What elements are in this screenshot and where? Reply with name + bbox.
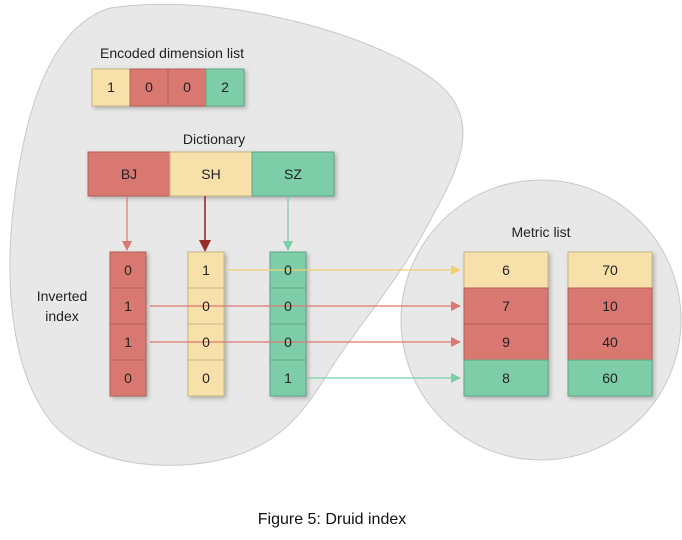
bitmap-value: 0	[284, 298, 292, 314]
bitmap-cell	[109, 359, 147, 397]
dictionary-entry	[251, 151, 335, 197]
metric-value: 6	[502, 262, 510, 278]
bitmap-value: 1	[284, 370, 292, 386]
metric-cell	[567, 359, 653, 397]
dictionary-label: BJ	[121, 166, 137, 182]
bitmap-value: 0	[202, 370, 210, 386]
bitmap-value: 0	[202, 334, 210, 350]
metric-cell	[567, 287, 653, 325]
figure-caption: Figure 5: Druid index	[258, 511, 407, 528]
dictionary-label: SZ	[284, 166, 302, 182]
encoded-cell	[205, 68, 245, 107]
metric-value: 60	[602, 370, 618, 386]
encoded-cell	[91, 68, 131, 107]
metric-value: 9	[502, 334, 510, 350]
metric-value: 40	[602, 334, 618, 350]
encoded-value: 2	[221, 79, 229, 95]
bitmap-cell	[269, 359, 307, 397]
metric-cell	[463, 323, 549, 361]
bitmap-value: 0	[202, 298, 210, 314]
metric-value: 7	[502, 298, 510, 314]
bitmap-value: 0	[124, 262, 132, 278]
encoded-value: 0	[145, 79, 153, 95]
metric-value: 70	[602, 262, 618, 278]
bitmap-value: 0	[284, 262, 292, 278]
dictionary-title: Dictionary	[183, 131, 245, 147]
metric-cell	[463, 251, 549, 289]
metric-value: 10	[602, 298, 618, 314]
metric-cell	[567, 251, 653, 289]
metric-column-1	[463, 251, 549, 397]
metric-column-2	[567, 251, 653, 397]
encoded-value: 1	[107, 79, 115, 95]
dictionary-entry	[87, 151, 171, 197]
encoded-value: 0	[183, 79, 191, 95]
encoded-title: Encoded dimension list	[100, 45, 244, 61]
bitmap-value: 1	[124, 334, 132, 350]
inverted-index-bj	[109, 251, 147, 397]
bitmap-value: 1	[202, 262, 210, 278]
dictionary	[87, 151, 335, 197]
bitmap-value: 1	[124, 298, 132, 314]
inverted-index-sh	[187, 251, 225, 397]
metric-value: 8	[502, 370, 510, 386]
metric-cell	[463, 359, 549, 397]
encoded-cell	[129, 68, 169, 107]
bitmap-value: 0	[284, 334, 292, 350]
inverted-label-line2: index	[45, 308, 78, 324]
bitmap-value: 0	[124, 370, 132, 386]
metric-cell	[567, 323, 653, 361]
metric-title: Metric list	[511, 224, 570, 240]
bitmap-cell	[187, 359, 225, 397]
bitmap-cell	[109, 251, 147, 289]
bitmap-cell	[109, 287, 147, 325]
inverted-label-line1: Inverted	[37, 288, 88, 304]
bitmap-cell	[109, 323, 147, 361]
dictionary-label: SH	[201, 166, 220, 182]
encoded-dimension-list	[91, 68, 245, 107]
